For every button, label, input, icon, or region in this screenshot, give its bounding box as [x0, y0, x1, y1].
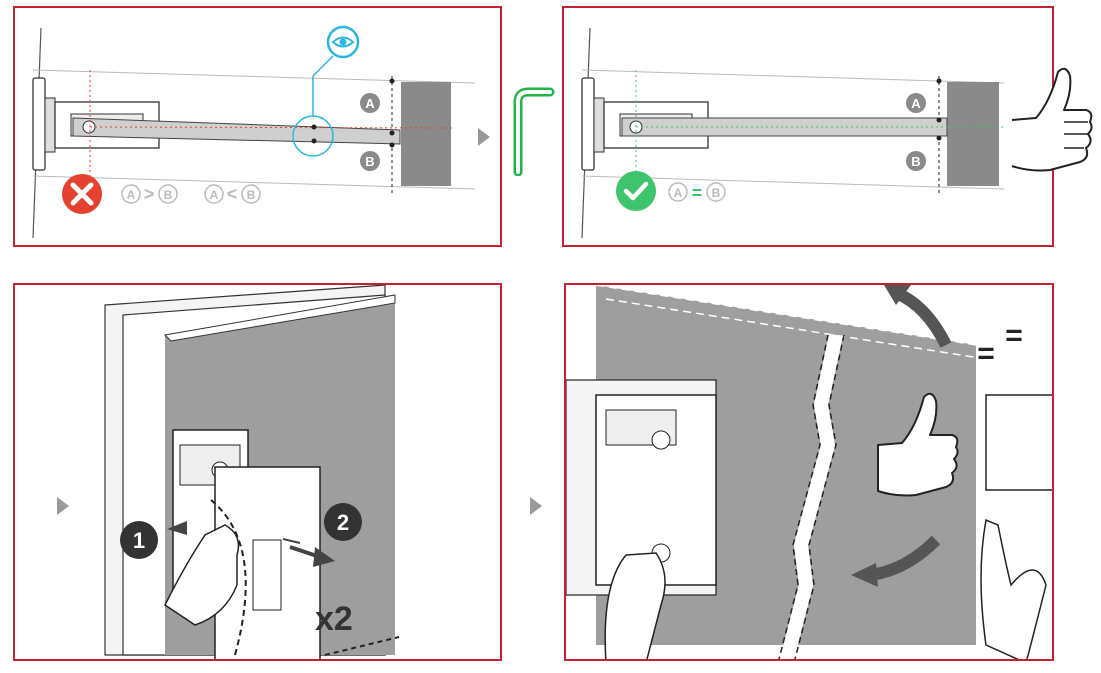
svg-text:1: 1 [133, 528, 145, 553]
marker-a [906, 93, 926, 113]
flow-arrow-icon [530, 497, 542, 515]
svg-text:A: A [127, 188, 136, 202]
condition-a-greater-b: A > B [121, 184, 178, 204]
eye-icon [326, 25, 360, 59]
svg-text:=: = [692, 183, 703, 203]
wall-block [401, 82, 451, 186]
repeat-count: x2 [315, 600, 353, 638]
equal-mark-1: = [977, 337, 995, 370]
svg-text:B: B [911, 154, 920, 169]
svg-text:B: B [712, 186, 721, 200]
glass-bar [621, 117, 948, 137]
svg-text:A: A [674, 186, 683, 200]
svg-text:A: A [365, 96, 375, 111]
thumbs-up-icon [1011, 67, 1093, 172]
flow-arrow-icon [57, 497, 69, 515]
svg-text:B: B [164, 188, 173, 202]
allen-key-icon [513, 87, 555, 176]
wall-block [985, 394, 1052, 491]
result-diagram: = = [566, 285, 1052, 659]
rotate-left-arrow [167, 521, 187, 535]
panel-adjust: 1 2 x2 [13, 283, 502, 661]
marker-b [360, 151, 380, 171]
glass-bar [72, 117, 401, 145]
cross-icon [62, 174, 102, 214]
equal-mark-2: = [1005, 319, 1023, 352]
svg-text:A: A [911, 96, 921, 111]
pull-arrow [282, 538, 335, 567]
rotate-arrow-icon [851, 285, 952, 587]
svg-text:A: A [210, 188, 219, 202]
condition-a-equals-b: A = B [668, 182, 726, 203]
panel-aligned: A B A = B [562, 6, 1054, 247]
svg-text:B: B [365, 154, 374, 169]
panel-misaligned: A B A > B A < B [13, 6, 502, 247]
svg-text:<: < [227, 184, 238, 204]
svg-text:>: > [144, 184, 155, 204]
marker-b [906, 151, 926, 171]
adjust-diagram: 1 2 x2 [104, 285, 400, 659]
misaligned-diagram: A B A > B A < B [32, 25, 476, 239]
step-1-badge: 1 [120, 521, 158, 559]
svg-text:B: B [247, 188, 256, 202]
thumbs-up-icon [877, 392, 959, 497]
aligned-diagram: A B A = B [581, 27, 1005, 239]
marker-a [360, 93, 380, 113]
step-2-badge: 2 [324, 503, 362, 541]
condition-a-less-b: A < B [204, 184, 261, 204]
svg-text:2: 2 [337, 510, 349, 535]
panel-result: = = [564, 283, 1054, 661]
check-icon [616, 171, 656, 211]
flow-arrow-icon [478, 128, 490, 146]
wall-block [947, 82, 999, 186]
